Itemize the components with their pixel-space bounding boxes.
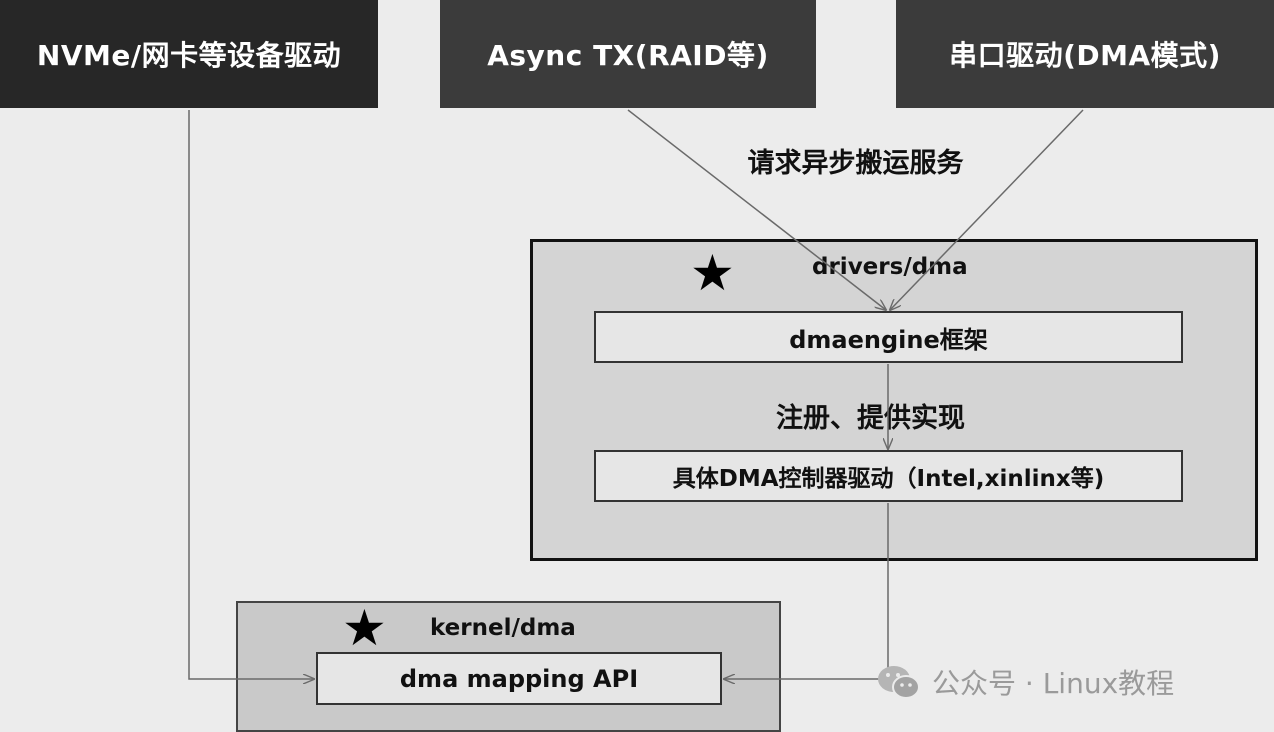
dmaengine-framework-label: dmaengine框架: [789, 325, 988, 354]
async-tx-label: Async TX(RAID等): [487, 39, 769, 72]
star-icon: ★: [342, 599, 387, 657]
async-request-label: 请求异步搬运服务: [747, 148, 964, 179]
dma-controller-driver-box: 具体DMA控制器驱动（Intel,xinlinx等): [594, 450, 1183, 502]
dmaengine-framework-box: dmaengine框架: [594, 311, 1183, 363]
star-icon: ★: [690, 244, 735, 302]
watermark-text: 公众号 · Linux教程: [932, 667, 1175, 700]
dma-mapping-api-box: dma mapping API: [316, 652, 722, 705]
nvme-driver-label: NVMe/网卡等设备驱动: [36, 39, 342, 72]
async-tx-box: Async TX(RAID等): [440, 0, 816, 108]
dma-mapping-api-label: dma mapping API: [399, 664, 639, 693]
register-provide-label: 注册、提供实现: [776, 403, 965, 434]
serial-driver-label: 串口驱动(DMA模式): [949, 39, 1221, 72]
nvme-to-mapping-arrow: [188, 110, 314, 679]
serial-driver-box: 串口驱动(DMA模式): [896, 0, 1274, 108]
watermark: 公众号 · Linux教程: [876, 662, 1174, 702]
dma-controller-driver-label: 具体DMA控制器驱动（Intel,xinlinx等): [672, 466, 1105, 492]
kernel-dma-title: kernel/dma: [430, 615, 576, 641]
nvme-driver-box: NVMe/网卡等设备驱动: [0, 0, 378, 108]
wechat-icon: [878, 666, 920, 699]
drivers-dma-title: drivers/dma: [812, 254, 968, 280]
